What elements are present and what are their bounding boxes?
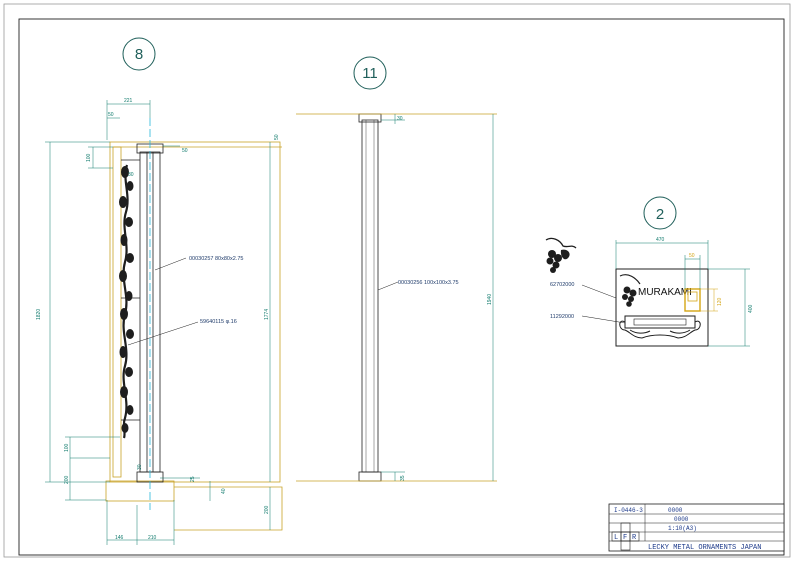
callout-post-8: 00030257 80x80x2.75 (189, 256, 243, 262)
detail-2-bubble-label: 2 (656, 206, 664, 223)
vine-ornament (119, 164, 134, 439)
detail-11: 11 30 1940 35 00030256 100x100x3.75 (296, 56, 497, 482)
dims-2-yellow (700, 288, 718, 312)
scale: 1:10(A3) (668, 525, 697, 532)
callout-bar-8: 59640115 φ.16 (200, 319, 237, 325)
dim-inner-height: 1774 (264, 309, 270, 320)
dim-post-cap: 50 (182, 148, 188, 154)
dim-base-tick: 30 (137, 464, 143, 470)
dims-11 (381, 114, 494, 481)
outer-border (3, 3, 791, 558)
dims-2 (615, 240, 750, 347)
dim-top-offset: 50 (108, 112, 114, 118)
dim-base-height: 200 (64, 475, 70, 484)
title-block: L F R I-0446-3 0000 0000 1:10(A3) LECKY … (608, 503, 785, 552)
callout-post-11: 00030256 100x100x3.75 (398, 280, 459, 286)
ref-lines-11 (296, 113, 497, 482)
drawing-number: I-0446-3 (614, 507, 643, 514)
detail-11-bubble (353, 56, 387, 90)
dim-top-width: 221 (124, 98, 133, 104)
nameplate-text: MURAKAMI (638, 287, 692, 298)
title-field-2: 0000 (674, 516, 689, 523)
mail-slot-inner (687, 291, 698, 302)
post-11 (358, 113, 382, 482)
dim-2-height: 400 (748, 304, 754, 313)
dim-2-box-height: 120 (717, 297, 723, 306)
dim-total-height: 1820 (36, 309, 42, 320)
detail-2: 2 MURAKAMI (545, 196, 754, 347)
nameplate (615, 268, 709, 347)
dim-base-small: 25 (190, 476, 196, 482)
callouts-8 (127, 257, 199, 346)
nameplate-grapes-icon (619, 274, 641, 307)
view-right: R (632, 534, 637, 542)
callout-ornament-2: 62702000 (550, 282, 574, 288)
title-block-frame (608, 503, 785, 552)
title-field-1: 0000 (668, 507, 683, 514)
dim-bottom-right: 210 (148, 535, 157, 541)
dim-base-right: 200 (264, 505, 270, 514)
dim-lower-rail: 100 (64, 443, 70, 452)
mail-slot (684, 288, 701, 312)
inner-border (18, 18, 785, 556)
callouts-2 (581, 284, 626, 324)
company-name: LECKY METAL ORNAMENTS JAPAN (648, 544, 761, 552)
dim-base-side: 40 (221, 488, 227, 494)
detail-2-bubble (643, 196, 677, 230)
detail-8-bubble (122, 37, 156, 71)
dim-cap-height: 100 (86, 153, 92, 162)
dim-2-box-width: 50 (689, 253, 695, 259)
detail-8: 8 (36, 37, 283, 545)
dim-2-width: 470 (656, 237, 665, 243)
grape-ornament-icon (545, 237, 577, 273)
dim-bottom-left: 146 (115, 535, 124, 541)
dims-8 (45, 100, 271, 545)
dim-11-top: 30 (397, 116, 403, 122)
dim-cap-small: 30 (128, 172, 134, 178)
view-symbol (611, 522, 640, 551)
callout-frame-2: 11292000 (550, 314, 574, 320)
dim-11-bottom: 35 (400, 475, 406, 481)
dim-labels-8: 221 50 1820 100 50 30 50 1774 100 200 25… (36, 98, 280, 541)
detail-11-bubble-label: 11 (362, 65, 378, 82)
view-left: L (614, 534, 618, 542)
callout-line-11 (377, 281, 399, 291)
dim-11-height: 1940 (487, 294, 493, 305)
dim-right-cap: 50 (274, 134, 280, 140)
detail-8-bubble-label: 8 (135, 46, 143, 63)
scroll-frame (619, 315, 701, 339)
view-front: F (623, 534, 627, 542)
